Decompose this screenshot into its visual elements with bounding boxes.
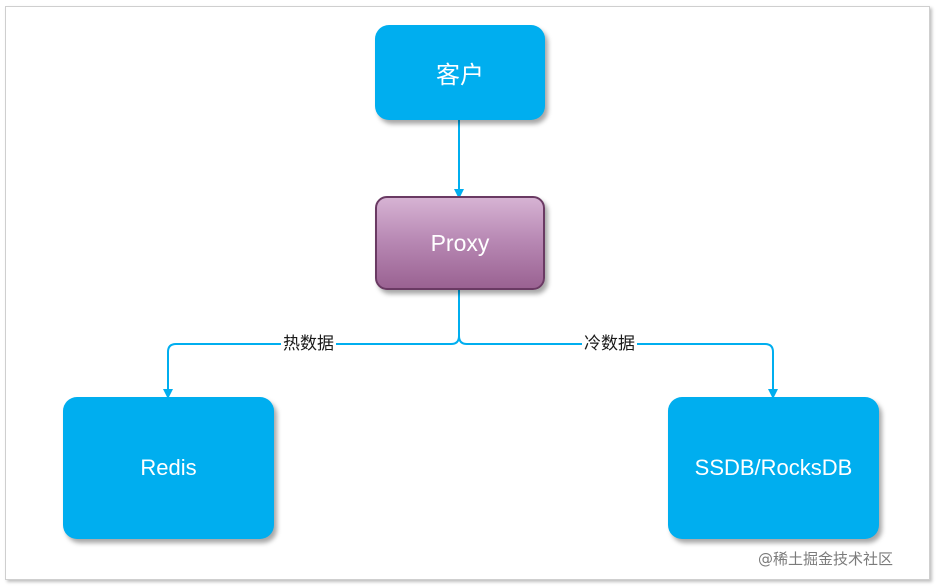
client-node: 客户 xyxy=(375,25,545,120)
proxy-node: Proxy xyxy=(375,196,545,290)
redis-node-label: Redis xyxy=(140,455,197,480)
ssdb-rocksdb-node-label: SSDB/RocksDB xyxy=(694,455,853,480)
hot-data-label: 热数据 xyxy=(281,333,336,355)
redis-node: Redis xyxy=(63,397,274,539)
client-node-label: 客户 xyxy=(436,61,484,89)
cold-data-label: 冷数据 xyxy=(582,333,637,355)
proxy-node-label: Proxy xyxy=(430,229,490,256)
watermark: @稀土掘金技术社区 xyxy=(758,550,894,568)
ssdb-rocksdb-node: SSDB/RocksDB xyxy=(668,397,879,539)
